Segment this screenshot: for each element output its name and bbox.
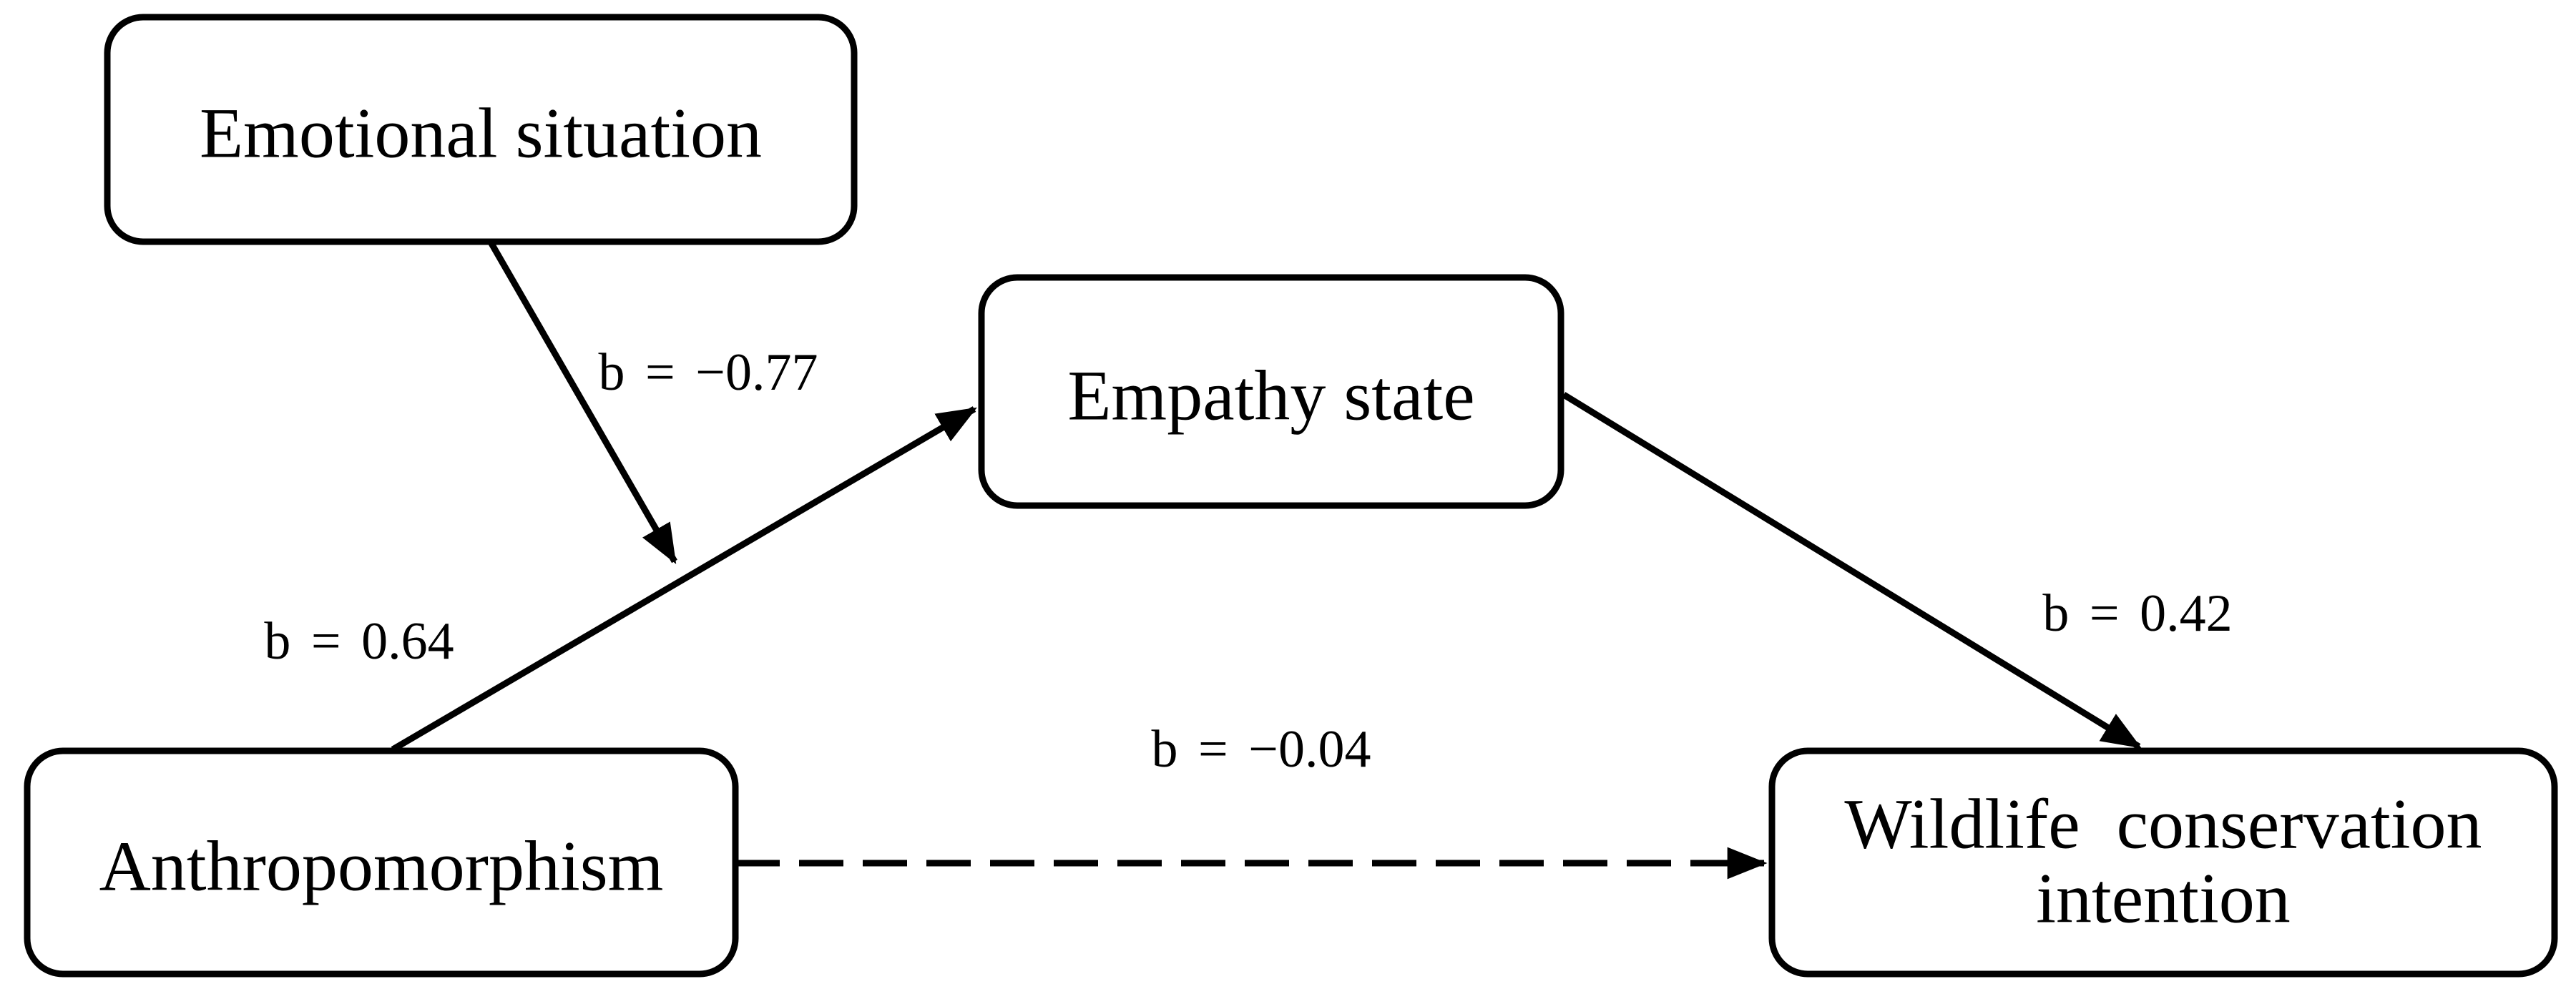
arrow-empathy-to-wildlife [1562,392,2142,749]
arrow-emotional-situation-moderation [487,239,677,564]
coefficient-label-anthropomorphism-to-empathy: b = 0.64 [264,612,454,671]
node-anthropomorphism: Anthropomorphism [24,747,739,978]
wildlife-conservation-intention-label-line1: Wildlife conservation [1844,784,2482,864]
empathy-state-box [978,274,1564,509]
node-empathy-state: Empathy state [978,274,1564,509]
anthropomorphism-label: Anthropomorphism [99,827,664,906]
empathy-state-label: Empathy state [1067,356,1474,436]
emotional-situation-label: Emotional situation [200,94,762,173]
wildlife-conservation-intention-box [1768,747,2558,978]
coefficient-label-emotional-moderation: b = −0.77 [599,343,818,402]
arrow-anthropomorphism-to-empathy [391,406,977,752]
node-emotional-situation: Emotional situation [104,14,858,245]
emotional-situation-box [104,14,858,245]
wildlife-conservation-intention-label-line2: intention [2036,859,2291,938]
anthropomorphism-box [24,747,739,978]
node-wildlife-conservation-intention: Wildlife conservation intention [1768,747,2558,978]
coefficient-label-anthropomorphism-to-wildlife: b = −0.04 [1152,720,1371,779]
coefficient-label-empathy-to-wildlife: b = 0.42 [2042,584,2232,643]
